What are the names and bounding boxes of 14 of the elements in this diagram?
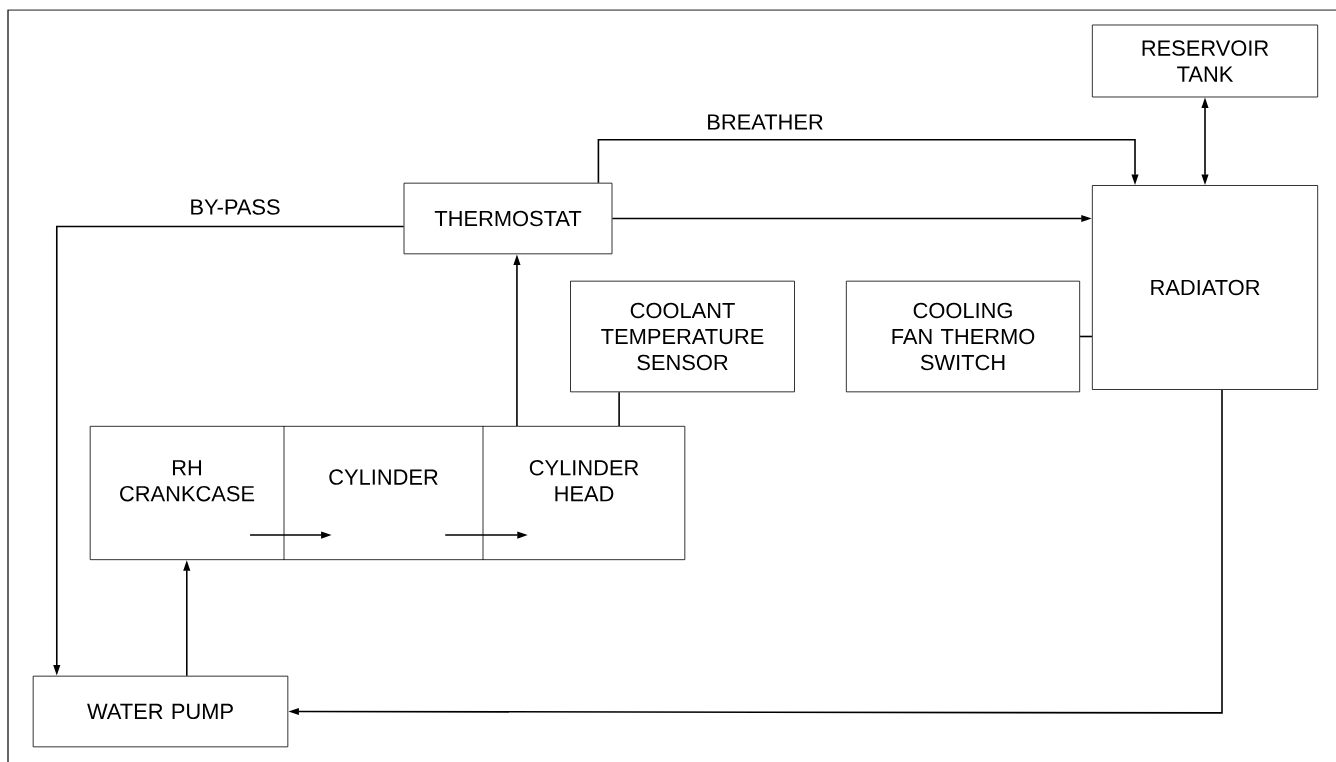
component-box: COOLING FAN THERMO SWITCH	[845, 280, 1081, 393]
component-box: WATER PUMP	[32, 675, 289, 748]
component-box: RADIATOR	[1091, 185, 1319, 390]
connector-line	[618, 391, 620, 427]
edge-label: BREATHER	[704, 113, 826, 131]
engine-block-box	[89, 425, 686, 561]
edge-label: BY-PASS	[188, 197, 282, 217]
component-box: RESERVOIR TANK	[1091, 24, 1319, 98]
section-label: RH CRANKCASE	[120, 460, 255, 502]
section-label: CYLINDER HEAD	[529, 460, 639, 502]
component-box: COOLANT TEMPERATURE SENSOR	[570, 280, 795, 393]
connector-line	[1079, 335, 1093, 338]
section-label: CYLINDER	[329, 469, 438, 485]
component-box: THERMOSTAT	[403, 182, 613, 255]
